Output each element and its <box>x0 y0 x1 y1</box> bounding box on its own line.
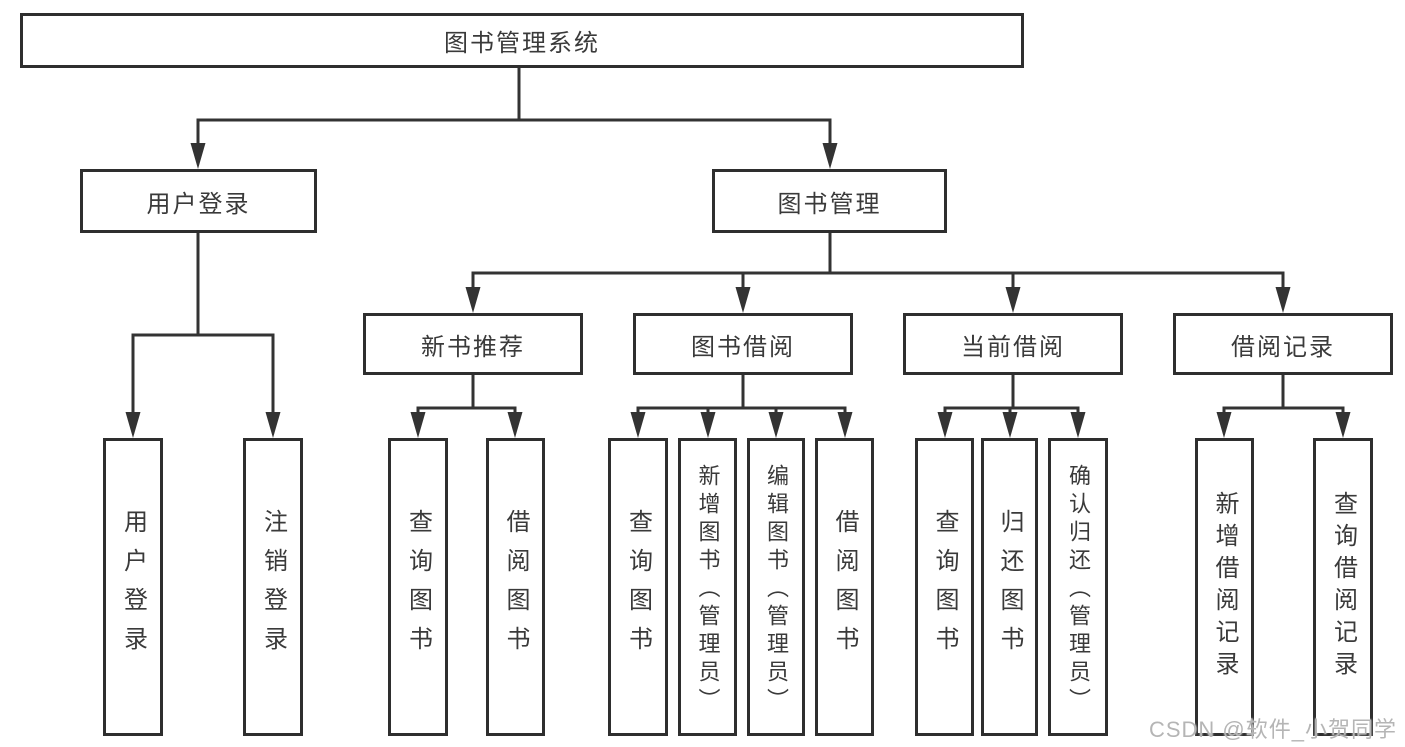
leaf-add-books-admin: 新增图书（管理员） <box>678 438 737 736</box>
watermark: CSDN @软件_小贺同学 <box>1148 717 1397 742</box>
node-new-book-recommend: 新书推荐 <box>363 313 583 375</box>
leaf-confirm-return-admin: 确认归还（管理员） <box>1048 438 1108 736</box>
leaf-query-books-recommend: 查询图书 <box>388 438 448 736</box>
leaf-add-borrow-record: 新增借阅记录 <box>1195 438 1254 736</box>
node-borrow-records-label: 借阅记录 <box>1231 333 1335 361</box>
leaf-borrow-books: 借阅图书 <box>815 438 874 736</box>
leaf-borrow-books-recommend: 借阅图书 <box>486 438 545 736</box>
node-user-login: 用户登录 <box>80 169 317 233</box>
leaf-return-books: 归还图书 <box>981 438 1038 736</box>
leaf-query-borrow-record: 查询借阅记录 <box>1313 438 1373 736</box>
leaf-edit-books-admin: 编辑图书（管理员） <box>747 438 805 736</box>
node-new-book-recommend-label: 新书推荐 <box>421 333 525 361</box>
leaf-query-books-borrow: 查询图书 <box>608 438 668 736</box>
leaf-query-books-current: 查询图书 <box>915 438 974 736</box>
node-book-management-label: 图书管理 <box>777 190 882 218</box>
node-current-borrow: 当前借阅 <box>903 313 1123 375</box>
node-root: 图书管理系统 <box>20 13 1024 68</box>
node-root-label: 图书管理系统 <box>444 30 600 57</box>
node-book-borrow-label: 图书借阅 <box>691 333 795 361</box>
node-current-borrow-label: 当前借阅 <box>961 333 1065 361</box>
leaf-logout: 注销登录 <box>243 438 303 736</box>
node-user-login-label: 用户登录 <box>146 190 251 218</box>
leaf-user-login: 用户登录 <box>103 438 163 736</box>
node-borrow-records: 借阅记录 <box>1173 313 1393 375</box>
node-book-management: 图书管理 <box>712 169 947 233</box>
node-book-borrow: 图书借阅 <box>633 313 853 375</box>
